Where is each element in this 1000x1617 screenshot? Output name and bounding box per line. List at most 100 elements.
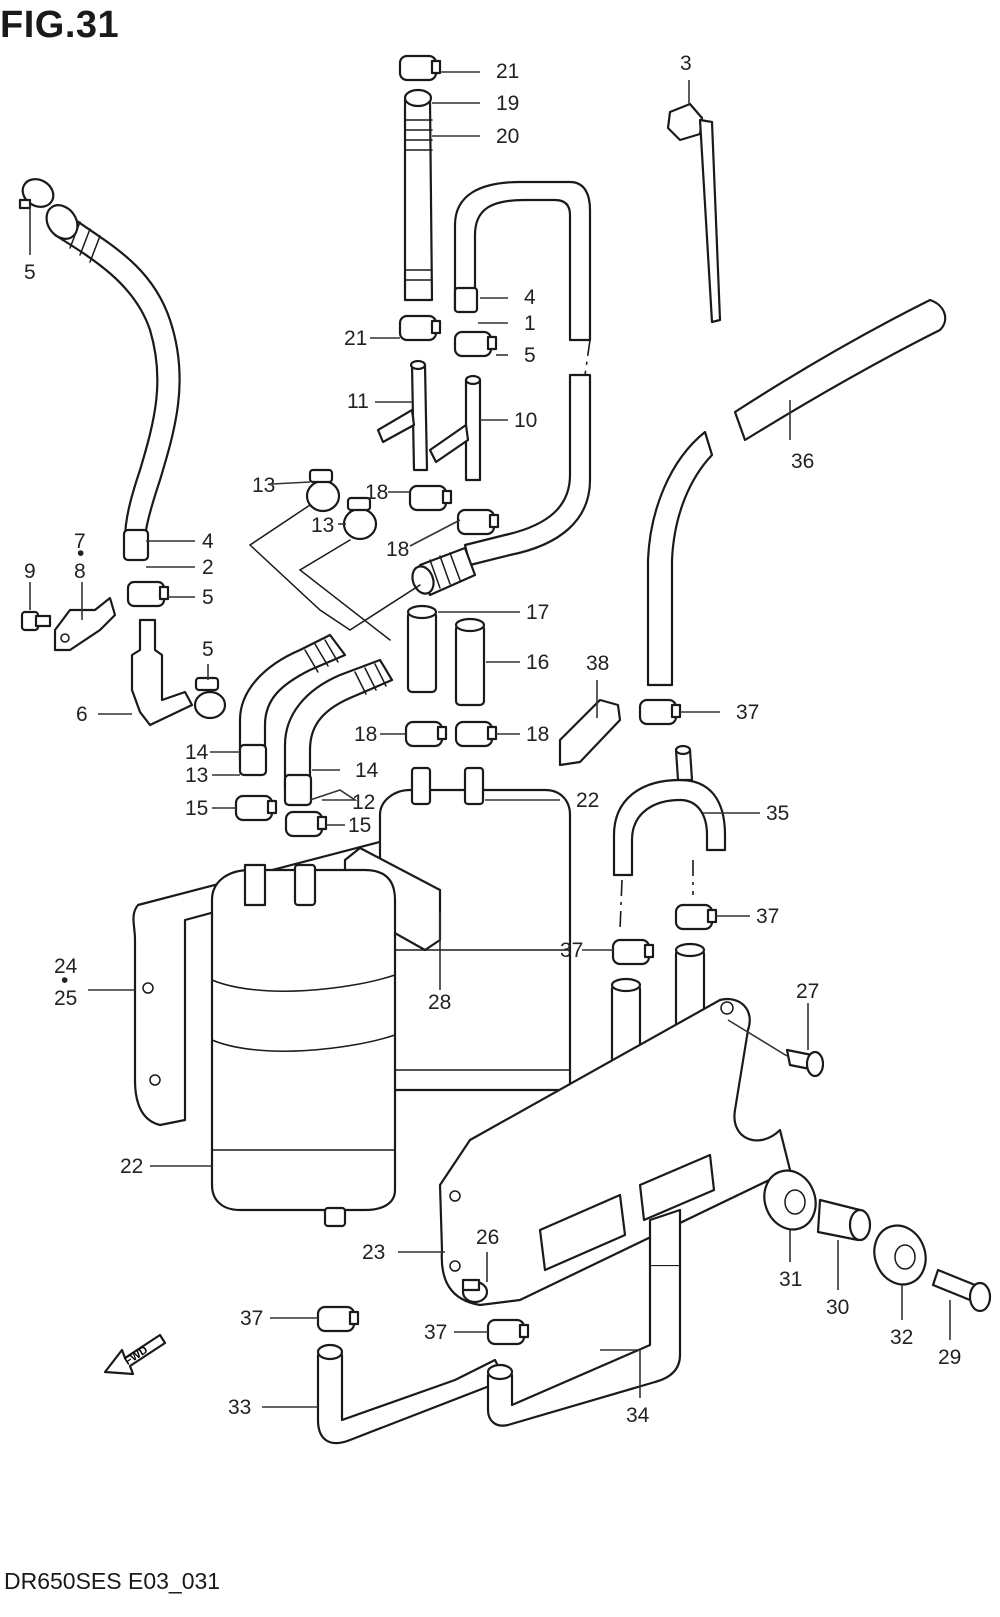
callout-21: 21 — [496, 60, 519, 83]
callout-17: 17 — [526, 601, 549, 624]
hose-36 — [646, 298, 947, 687]
bracket-7-8 — [53, 596, 117, 652]
callout-29: 29 — [938, 1346, 961, 1369]
callout-5: 5 — [202, 638, 214, 661]
callout-5: 5 — [24, 261, 36, 284]
callout-14: 14 — [185, 741, 209, 764]
callout-38: 38 — [586, 652, 609, 675]
plate-38 — [558, 698, 622, 767]
clamp-5-top-left — [18, 178, 55, 210]
callout-31: 31 — [779, 1268, 802, 1291]
callout-37: 37 — [240, 1307, 263, 1330]
clamp-15-left — [234, 794, 278, 822]
callout-8: 8 — [74, 560, 86, 583]
callout-15: 15 — [348, 814, 371, 837]
callout-37: 37 — [756, 905, 779, 928]
bolt-26 — [461, 1278, 489, 1304]
canister-22-rear — [378, 766, 572, 1092]
callout-18: 18 — [386, 538, 409, 561]
callout-18: 18 — [365, 481, 388, 504]
callout-26: 26 — [476, 1226, 499, 1249]
fwd-arrow-icon: FWD — [103, 1333, 167, 1376]
callout-25: 25 — [54, 987, 77, 1010]
hose-upper-left — [45, 204, 181, 562]
clamp-37-d — [316, 1305, 360, 1333]
callout-6: 6 — [76, 703, 88, 726]
clamp-21-top — [398, 54, 442, 82]
callout-14: 14 — [355, 759, 379, 782]
callout-2: 2 — [202, 556, 214, 579]
clamp-13-b — [342, 496, 378, 541]
callout-34: 34 — [626, 1404, 650, 1427]
tie-band-3 — [666, 102, 722, 324]
callout-12: 12 — [352, 791, 375, 814]
clamp-5-lower — [193, 676, 227, 720]
callout-22: 22 — [120, 1155, 143, 1178]
clamp-37-c — [611, 938, 655, 966]
clamp-18-c — [404, 720, 448, 748]
clamp-15-right — [284, 810, 328, 838]
canister-22-front — [210, 863, 397, 1228]
grommet-31 — [763, 1169, 817, 1231]
callout-13: 13 — [311, 514, 334, 537]
callout-19: 19 — [496, 92, 519, 115]
callout-13: 13 — [252, 474, 275, 497]
callout-22: 22 — [576, 789, 599, 812]
bolt-29 — [931, 1268, 992, 1313]
callout-4: 4 — [524, 286, 536, 309]
callout-37: 37 — [424, 1321, 447, 1344]
collar-30 — [816, 1198, 872, 1242]
clamp-37-b — [674, 903, 718, 931]
clamp-5-center — [453, 330, 498, 358]
clamp-37-e — [486, 1318, 530, 1346]
callout-9: 9 — [24, 560, 36, 583]
callout-30: 30 — [826, 1296, 849, 1319]
callout-7: 7 — [74, 530, 86, 553]
hose-14-right — [283, 658, 394, 807]
y-joint-35 — [612, 744, 727, 877]
callout-11: 11 — [347, 390, 369, 413]
callout-35: 35 — [766, 802, 789, 825]
callout-28: 28 — [428, 991, 451, 1014]
pipe-16 — [454, 617, 486, 707]
hose-20 — [403, 88, 434, 302]
callout-20: 20 — [496, 125, 519, 148]
grommet-32 — [873, 1224, 927, 1286]
callout-dot-7-8: • — [77, 542, 84, 565]
t-joint-11 — [376, 359, 429, 472]
pipe-17 — [406, 604, 438, 694]
figure-title: FIG.31 — [0, 4, 120, 46]
callout-37: 37 — [736, 701, 759, 724]
clamp-13-a — [305, 468, 341, 513]
t-joint-10 — [428, 374, 482, 482]
hose-1-4 — [453, 180, 592, 342]
clamp-37-a — [638, 698, 682, 726]
bolt-27 — [727, 1019, 825, 1078]
callout-18: 18 — [354, 723, 377, 746]
bracket-23 — [438, 997, 792, 1307]
footer-code: DR650SES E03_031 — [4, 1568, 221, 1594]
callout-10: 10 — [514, 409, 537, 432]
clamp-18-b — [456, 508, 500, 536]
clamp-21-mid — [398, 314, 442, 342]
callout-dot-24-25: • — [61, 969, 68, 992]
callout-5: 5 — [524, 344, 536, 367]
callout-23: 23 — [362, 1241, 385, 1264]
callout-33: 33 — [228, 1396, 251, 1419]
callout-18: 18 — [526, 723, 549, 746]
clamp-18-a — [408, 484, 453, 512]
callout-27: 27 — [796, 980, 819, 1003]
bolt-9 — [20, 610, 52, 632]
callout-21: 21 — [344, 327, 367, 350]
hose-33 — [316, 1343, 507, 1445]
callout-3: 3 — [680, 52, 692, 75]
hose-14-left — [238, 633, 347, 777]
clamp-5-mid-left — [126, 580, 170, 608]
callout-24: 24 — [54, 955, 78, 978]
callout-1: 1 — [524, 312, 536, 335]
callout-32: 32 — [890, 1326, 913, 1349]
callout-16: 16 — [526, 651, 549, 674]
callout-4: 4 — [202, 530, 214, 553]
fitting-6 — [130, 618, 194, 727]
